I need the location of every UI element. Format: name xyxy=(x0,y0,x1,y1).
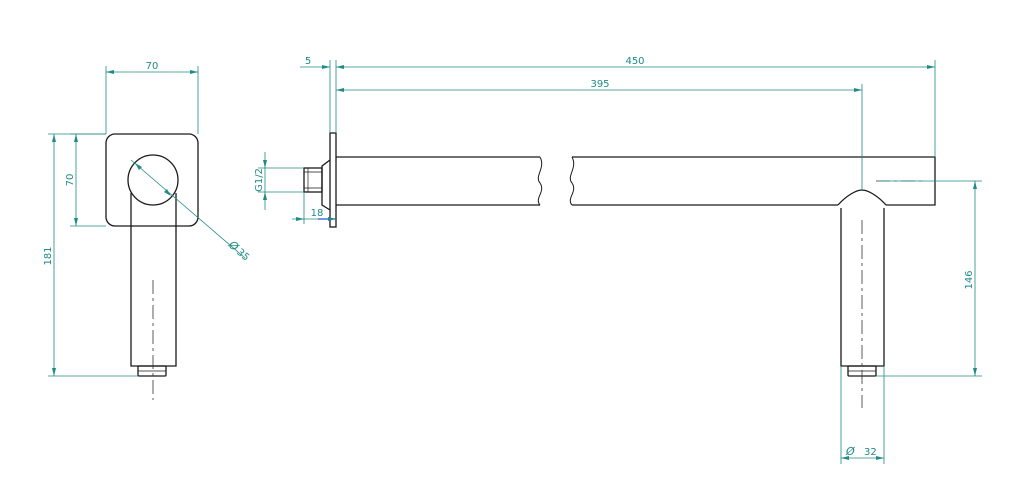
label-center-length: 395 xyxy=(590,79,609,90)
label-thread-length: 18 xyxy=(311,208,324,219)
front-wall-plate xyxy=(105,133,199,227)
label-front-total-height: 181 xyxy=(43,246,54,265)
front-arrows xyxy=(52,70,198,376)
side-view xyxy=(303,132,936,377)
label-drop-diameter: 32 xyxy=(864,447,877,458)
label-front-width: 70 xyxy=(146,61,159,72)
front-dimensions xyxy=(48,66,246,377)
side-dimensions xyxy=(258,60,982,464)
vertical-drop xyxy=(840,208,885,367)
break-line-right xyxy=(569,156,575,206)
elbow-left xyxy=(837,189,863,206)
arm-left-section xyxy=(336,156,540,206)
label-total-length: 450 xyxy=(625,56,644,67)
wall-flange xyxy=(329,132,337,228)
side-arrows xyxy=(263,65,977,460)
front-arm-outline xyxy=(130,193,177,367)
label-plate-thickness: 5 xyxy=(305,56,311,67)
label-thread: G1/2 xyxy=(254,168,265,192)
front-view xyxy=(105,133,199,377)
elbow-right xyxy=(861,189,887,206)
label-drop-height: 146 xyxy=(964,270,975,289)
thread-connector xyxy=(303,167,323,193)
break-line-left xyxy=(537,156,543,206)
label-front-diameter-group: Ø 35 xyxy=(225,238,251,264)
flange-step xyxy=(321,159,331,211)
front-arm-circle xyxy=(127,154,179,206)
dimension-line-front-diameter xyxy=(130,159,246,259)
label-front-diameter: 35 xyxy=(234,247,251,264)
diameter-symbol: Ø xyxy=(845,445,855,458)
label-front-plate-height: 70 xyxy=(65,174,76,187)
